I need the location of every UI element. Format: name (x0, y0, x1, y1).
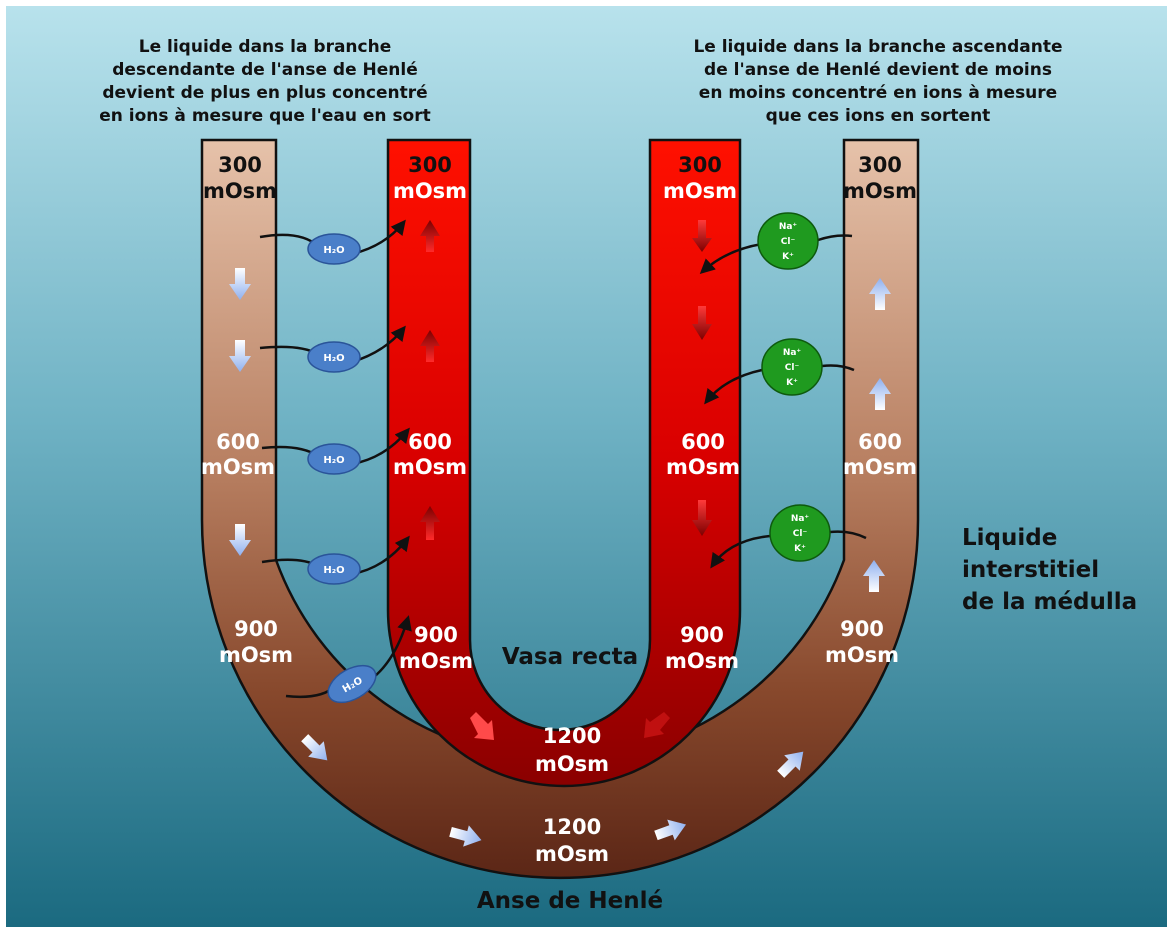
svg-text:300: 300 (408, 153, 452, 177)
osm-ascending-300: 300 mOsm (843, 153, 917, 203)
caption-left-line-3: devient de plus en plus concentré (102, 83, 427, 103)
osm-vasa-right-600: 600 mOsm (666, 430, 740, 479)
svg-text:900: 900 (680, 623, 724, 647)
interstitial-label: Liquide interstitiel de la médulla (962, 525, 1137, 615)
svg-text:mOsm: mOsm (535, 842, 609, 866)
svg-text:mOsm: mOsm (825, 643, 899, 667)
svg-text:600: 600 (408, 430, 452, 454)
osm-descending-600: 600 mOsm (201, 430, 275, 479)
osm-vasa-left-600: 600 mOsm (393, 430, 467, 479)
osm-ascending-900: 900 mOsm (825, 617, 899, 667)
ion-group: Na⁺ Cl⁻ K⁺ (769, 504, 831, 562)
osm-loop-bottom-1200: 1200 mOsm (535, 815, 609, 866)
svg-text:1200: 1200 (543, 724, 601, 748)
svg-text:H₂O: H₂O (323, 353, 344, 364)
ion-path-2 (821, 364, 855, 372)
svg-text:K⁺: K⁺ (782, 252, 794, 262)
svg-text:mOsm: mOsm (666, 455, 740, 479)
osm-ascending-600: 600 mOsm (843, 430, 917, 479)
anse-de-henle-label: Anse de Henlé (477, 888, 663, 914)
caption-right-line-3: en moins concentré en ions à mesure (699, 83, 1057, 103)
svg-text:H₂O: H₂O (323, 455, 344, 466)
svg-text:900: 900 (840, 617, 884, 641)
vasa-recta-label: Vasa recta (502, 644, 638, 670)
svg-text:mOsm: mOsm (219, 643, 293, 667)
svg-text:mOsm: mOsm (843, 179, 917, 203)
water-molecule: H₂O (307, 341, 361, 373)
svg-text:interstitiel: interstitiel (962, 557, 1099, 583)
vasa-arrow-down-icon (692, 500, 712, 536)
vasa-arrow-up-icon (420, 330, 440, 362)
vasa-arrow-down-icon (692, 220, 712, 252)
osm-descending-300: 300 mOsm (203, 153, 277, 203)
svg-text:K⁺: K⁺ (794, 544, 806, 554)
svg-text:Na⁺: Na⁺ (791, 514, 810, 524)
ion-arrow-3 (710, 534, 771, 569)
vasa-arrow-up-icon (420, 506, 440, 540)
water-molecule: H₂O (307, 443, 361, 475)
vasa-arrow-up-icon (420, 220, 440, 252)
ion-transfer-arrows (699, 234, 867, 569)
ion-group: Na⁺ Cl⁻ K⁺ (761, 338, 823, 396)
vasa-arrow-down-icon (692, 306, 712, 340)
svg-text:600: 600 (858, 430, 902, 454)
svg-text:H₂O: H₂O (323, 565, 344, 576)
vasa-arrow-icon (470, 712, 494, 740)
ion-arrow-2 (704, 368, 763, 405)
svg-text:900: 900 (414, 623, 458, 647)
caption-left-line-2: descendante de l'anse de Henlé (112, 60, 417, 80)
svg-text:H₂O: H₂O (323, 245, 344, 256)
svg-text:Cl⁻: Cl⁻ (781, 237, 796, 247)
svg-text:de la médulla: de la médulla (962, 589, 1137, 615)
svg-text:mOsm: mOsm (663, 179, 737, 203)
svg-text:mOsm: mOsm (535, 752, 609, 776)
svg-text:mOsm: mOsm (393, 179, 467, 203)
caption-ascending: Le liquide dans la branche ascendante de… (693, 37, 1062, 126)
svg-text:Na⁺: Na⁺ (779, 222, 798, 232)
svg-text:mOsm: mOsm (203, 179, 277, 203)
svg-text:300: 300 (678, 153, 722, 177)
svg-text:Cl⁻: Cl⁻ (785, 363, 800, 373)
svg-text:1200: 1200 (543, 815, 601, 839)
osm-descending-900: 900 mOsm (219, 617, 293, 667)
ion-arrow-1 (699, 242, 763, 275)
svg-text:600: 600 (216, 430, 260, 454)
svg-text:mOsm: mOsm (665, 649, 739, 673)
svg-text:mOsm: mOsm (201, 455, 275, 479)
osm-vasa-bottom-1200: 1200 mOsm (535, 724, 609, 776)
svg-text:mOsm: mOsm (843, 455, 917, 479)
osm-vasa-right-900: 900 mOsm (665, 623, 739, 673)
ion-path-3 (829, 530, 867, 540)
caption-right-line-1: Le liquide dans la branche ascendante (693, 37, 1062, 57)
svg-text:Na⁺: Na⁺ (783, 348, 802, 358)
svg-text:K⁺: K⁺ (786, 378, 798, 388)
svg-text:300: 300 (218, 153, 262, 177)
caption-descending: Le liquide dans la branche descendante d… (99, 37, 431, 126)
vasa-arrow-icon (644, 712, 670, 738)
caption-right-line-2: de l'anse de Henlé devient de moins (704, 60, 1052, 80)
water-molecule: H₂O (307, 553, 361, 585)
svg-text:900: 900 (234, 617, 278, 641)
vasa-flow-arrows (420, 220, 712, 740)
ion-path-1 (817, 234, 853, 242)
osm-vasa-right-300: 300 mOsm (663, 153, 737, 203)
caption-right-line-4: que ces ions en sortent (766, 106, 991, 126)
svg-text:Liquide: Liquide (962, 525, 1057, 551)
water-molecule: H₂O (327, 664, 377, 704)
caption-left-line-1: Le liquide dans la branche (139, 37, 392, 57)
osm-vasa-left-300: 300 mOsm (393, 153, 467, 203)
vasa-recta (386, 138, 742, 788)
svg-text:mOsm: mOsm (393, 455, 467, 479)
ion-group: Na⁺ Cl⁻ K⁺ (757, 212, 819, 270)
svg-text:Cl⁻: Cl⁻ (793, 529, 808, 539)
svg-text:300: 300 (858, 153, 902, 177)
caption-left-line-4: en ions à mesure que l'eau en sort (99, 106, 431, 126)
svg-text:600: 600 (681, 430, 725, 454)
svg-text:mOsm: mOsm (399, 649, 473, 673)
osm-vasa-left-900: 900 mOsm (399, 623, 473, 673)
water-molecule: H₂O (307, 233, 361, 265)
